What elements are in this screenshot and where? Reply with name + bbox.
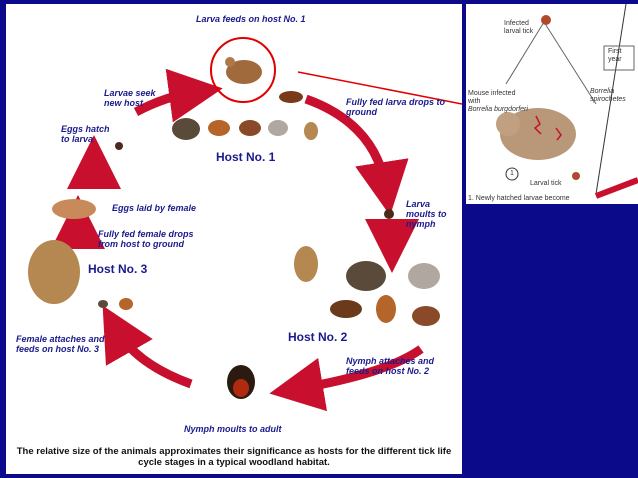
deer-small-illustration — [304, 122, 318, 140]
host-2-label: Host No. 2 — [288, 330, 348, 344]
label-larvae-seek: Larvae seek new host — [104, 88, 156, 108]
arrow-larva-to-ground — [304, 94, 409, 216]
squirrel-illustration — [268, 120, 288, 136]
label-fully-fed-larva: Fully fed larva drops to ground — [346, 97, 446, 117]
label-eggs-laid: Eggs laid by female — [112, 203, 197, 213]
step-circle — [505, 167, 519, 181]
inset-footnote: 1. Newly hatched larvae become — [468, 195, 570, 202]
arrow-larvae-seek — [133, 68, 223, 123]
label-nymph-attaches: Nymph attaches and feeds on host No. 2 — [346, 356, 435, 376]
squirrel-host2-illustration — [408, 263, 440, 289]
label-larva-moults: Larva moults to nymph — [406, 199, 447, 229]
deer-host3-illustration — [28, 240, 80, 304]
mouse-illustration — [226, 60, 262, 84]
inset-mouse-infected: Mouse infected with — [468, 90, 516, 105]
pheasant-illustration — [239, 120, 261, 136]
infected-tick-icon — [541, 15, 551, 25]
larva-tick-illustration — [384, 209, 394, 219]
hedgehog-host2-illustration — [346, 261, 386, 291]
arrow-nymph-to-adult — [102, 305, 193, 389]
inset-spirochetes: Borrelia spirochetes — [590, 88, 626, 103]
label-eggs-hatch: Eggs hatch to larva — [61, 124, 110, 144]
inset-first-year: First year — [608, 48, 622, 63]
bird-illustration — [279, 91, 303, 103]
inset-step-number: 1 — [510, 170, 514, 177]
borrelia-inset: Infected larval tick First year Mouse in… — [466, 4, 638, 204]
host-1-highlight-circle — [210, 37, 276, 103]
inset-artwork — [496, 4, 638, 199]
hatched-larva-illustration — [115, 142, 123, 150]
host-3-label: Host No. 3 — [88, 262, 148, 276]
arrow-nymph-attach — [269, 345, 424, 412]
figure-caption: The relative size of the animals approxi… — [16, 446, 452, 468]
fox-illustration — [208, 120, 230, 136]
hedgehog-illustration — [172, 118, 200, 140]
hedgehog-host3-illustration — [98, 300, 108, 308]
hare-illustration — [376, 295, 396, 323]
label-larva-feeds: Larva feeds on host No. 1 — [196, 14, 306, 24]
inset-infected-larval-tick: Infected larval tick — [504, 20, 534, 35]
inset-species: Borrelia burgdorferi — [468, 106, 528, 113]
inset-larval-tick: Larval tick — [530, 180, 562, 187]
eggs-illustration — [52, 199, 96, 219]
blackbird-illustration — [330, 300, 362, 318]
label-female-attaches: Female attaches and feeds on host No. 3 — [16, 334, 105, 354]
pointer-line — [297, 71, 462, 105]
host-1-label: Host No. 1 — [216, 150, 276, 164]
pheasant-host2-illustration — [412, 306, 440, 326]
hare-host3-illustration — [119, 298, 133, 310]
diagram-artwork — [28, 37, 462, 412]
larval-tick-icon — [572, 172, 580, 180]
label-fully-fed-female: Fully fed female drops from host to grou… — [98, 229, 194, 249]
life-cycle-diagram: Larva feeds on host No. 1 Fully fed larv… — [6, 4, 462, 474]
deer-host2-illustration — [294, 246, 318, 282]
label-nymph-moults: Nymph moults to adult — [184, 424, 282, 434]
